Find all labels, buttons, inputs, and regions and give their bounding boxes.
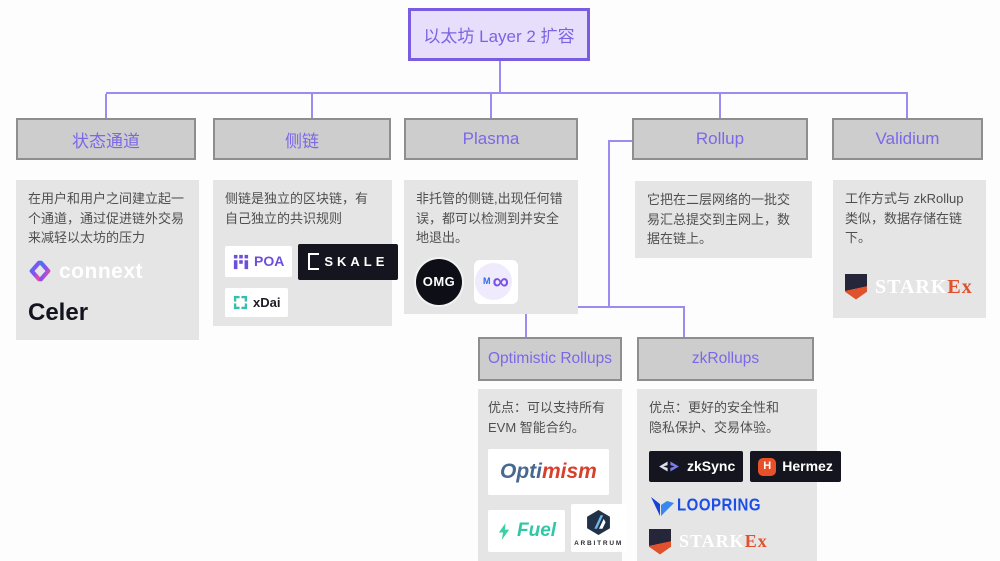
loopring-wordmark: LOOPRING (677, 495, 762, 515)
optimism-wordmark-blue: Opti (500, 460, 542, 483)
node-plasma-label: Plasma (462, 129, 520, 148)
poa-icon (233, 254, 249, 270)
connector-rollup-stub (608, 140, 632, 142)
connector-main-horizontal (106, 92, 908, 94)
skale-wordmark: SKALE (324, 254, 389, 269)
skale-bracket-icon (308, 253, 320, 271)
description-plasma: 非托管的侧链,出现任何错误，都可以检测到并安全地退出。 (416, 191, 563, 245)
connector-drop-plasma (490, 94, 492, 118)
zksync-logo: zkSync (649, 451, 744, 482)
node-validium: Validium (832, 118, 983, 160)
node-zkrollups-label: zkRollups (691, 350, 760, 367)
node-validium-label: Validium (875, 129, 940, 148)
celer-logo: Celer (28, 299, 89, 326)
connector-drop-optimistic (525, 308, 527, 337)
description-rollup: 它把在二层网络的一批交易汇总提交到主网上，数据在链上。 (647, 192, 791, 246)
polygon-matic-logo: M ∞ (474, 259, 518, 304)
zksync-arrows-icon (657, 460, 681, 473)
connext-wordmark: connext (59, 259, 144, 283)
arbitrum-shield-icon (585, 509, 612, 536)
starkex-logo: STARKEx (845, 272, 974, 302)
poa-wordmark: POA (254, 253, 285, 270)
skale-logo: SKALE (298, 244, 399, 280)
stark-wordmark: STARK (875, 275, 948, 298)
connector-sub-horizontal (525, 306, 685, 308)
panel-plasma: 非托管的侧链,出现任何错误，都可以检测到并安全地退出。 OMG M ∞ (404, 180, 578, 314)
node-zkrollups: zkRollups (637, 337, 814, 381)
node-rollup-label: Rollup (695, 129, 745, 148)
connector-drop-state-channels (105, 94, 107, 118)
hermez-h-icon: H (758, 457, 777, 476)
polygon-icon: ∞ (492, 268, 509, 294)
node-optimistic-rollups: Optimistic Rollups (478, 337, 622, 381)
fuel-wordmark: Fuel (517, 519, 557, 541)
hermez-logo: H Hermez (750, 451, 841, 482)
node-state-channels-label: 状态通道 (72, 131, 140, 151)
arbitrum-logo: ARBITRUM (571, 503, 627, 553)
description-validium: 工作方式与 zkRollup 类似，数据存储在链下。 (845, 191, 964, 245)
xdai-icon (233, 295, 248, 310)
poa-logo: POA (225, 246, 293, 278)
fuel-logo: Fuel (488, 509, 566, 553)
omg-logo: OMG (416, 258, 462, 305)
stark-wordmark-zk: STARK (679, 531, 745, 551)
matic-m-icon: M (483, 275, 491, 286)
panel-rollup: 它把在二层网络的一批交易汇总提交到主网上，数据在链上。 (635, 181, 812, 258)
starkex-shield-icon-zk (649, 528, 671, 555)
starkex-logo-zk: STARKEx (649, 528, 805, 555)
panel-sidechains: 侧链是独立的区块链，有自己独立的共识规则 POA SKALE (213, 180, 399, 326)
stark-ex-wordmark: Ex (947, 275, 973, 298)
arbitrum-wordmark: ARBITRUM (574, 539, 624, 547)
connector-drop-zkrollups (683, 308, 685, 337)
connector-sub-vertical (608, 140, 610, 308)
optimism-wordmark-red: mism (542, 460, 597, 483)
loopring-icon (649, 494, 675, 518)
connector-drop-rollup (719, 94, 721, 118)
xdai-logo: xDai (225, 287, 289, 317)
connext-icon (28, 259, 52, 283)
connector-drop-sidechains (311, 94, 313, 118)
description-optimistic-rollups: 优点：可以支持所有 EVM 智能合约。 (488, 400, 606, 435)
hermez-wordmark: Hermez (782, 458, 833, 474)
description-state-channels: 在用户和用户之间建立起一个通道，通过促进链外交易来减轻以太坊的压力 (28, 191, 185, 245)
root-node-label: 以太坊 Layer 2 扩容 (423, 27, 575, 46)
connector-drop-validium (906, 94, 908, 118)
starkex-shield-icon (845, 273, 867, 300)
node-sidechains-label: 侧链 (285, 131, 319, 151)
connector-root-drop (499, 61, 501, 92)
node-plasma: Plasma (404, 118, 578, 160)
stark-ex-wordmark-zk: Ex (744, 531, 768, 551)
description-sidechains: 侧链是独立的区块链，有自己独立的共识规则 (225, 191, 369, 226)
description-zkrollups: 优点：更好的安全性和隐私保护、交易体验。 (649, 400, 780, 435)
node-state-channels: 状态通道 (16, 118, 196, 160)
optimism-logo: Optimism (488, 449, 609, 495)
fuel-bolt-icon (497, 522, 512, 541)
root-node: 以太坊 Layer 2 扩容 (408, 8, 590, 61)
node-optimistic-rollups-label: Optimistic Rollups (487, 350, 613, 367)
zksync-wordmark: zkSync (687, 458, 736, 474)
node-rollup: Rollup (632, 118, 808, 160)
panel-optimistic-rollups: 优点：可以支持所有 EVM 智能合约。 Optimism Fuel (478, 389, 627, 561)
connext-logo: connext (28, 256, 187, 288)
panel-state-channels: 在用户和用户之间建立起一个通道，通过促进链外交易来减轻以太坊的压力 connex… (16, 180, 199, 340)
xdai-wordmark: xDai (253, 294, 281, 310)
panel-zkrollups: 优点：更好的安全性和隐私保护、交易体验。 zkSync H Hermez (637, 389, 841, 561)
node-sidechains: 侧链 (213, 118, 391, 160)
loopring-logo: LOOPRING (649, 494, 805, 518)
panel-validium: 工作方式与 zkRollup 类似，数据存储在链下。 STARKEx (833, 180, 986, 318)
